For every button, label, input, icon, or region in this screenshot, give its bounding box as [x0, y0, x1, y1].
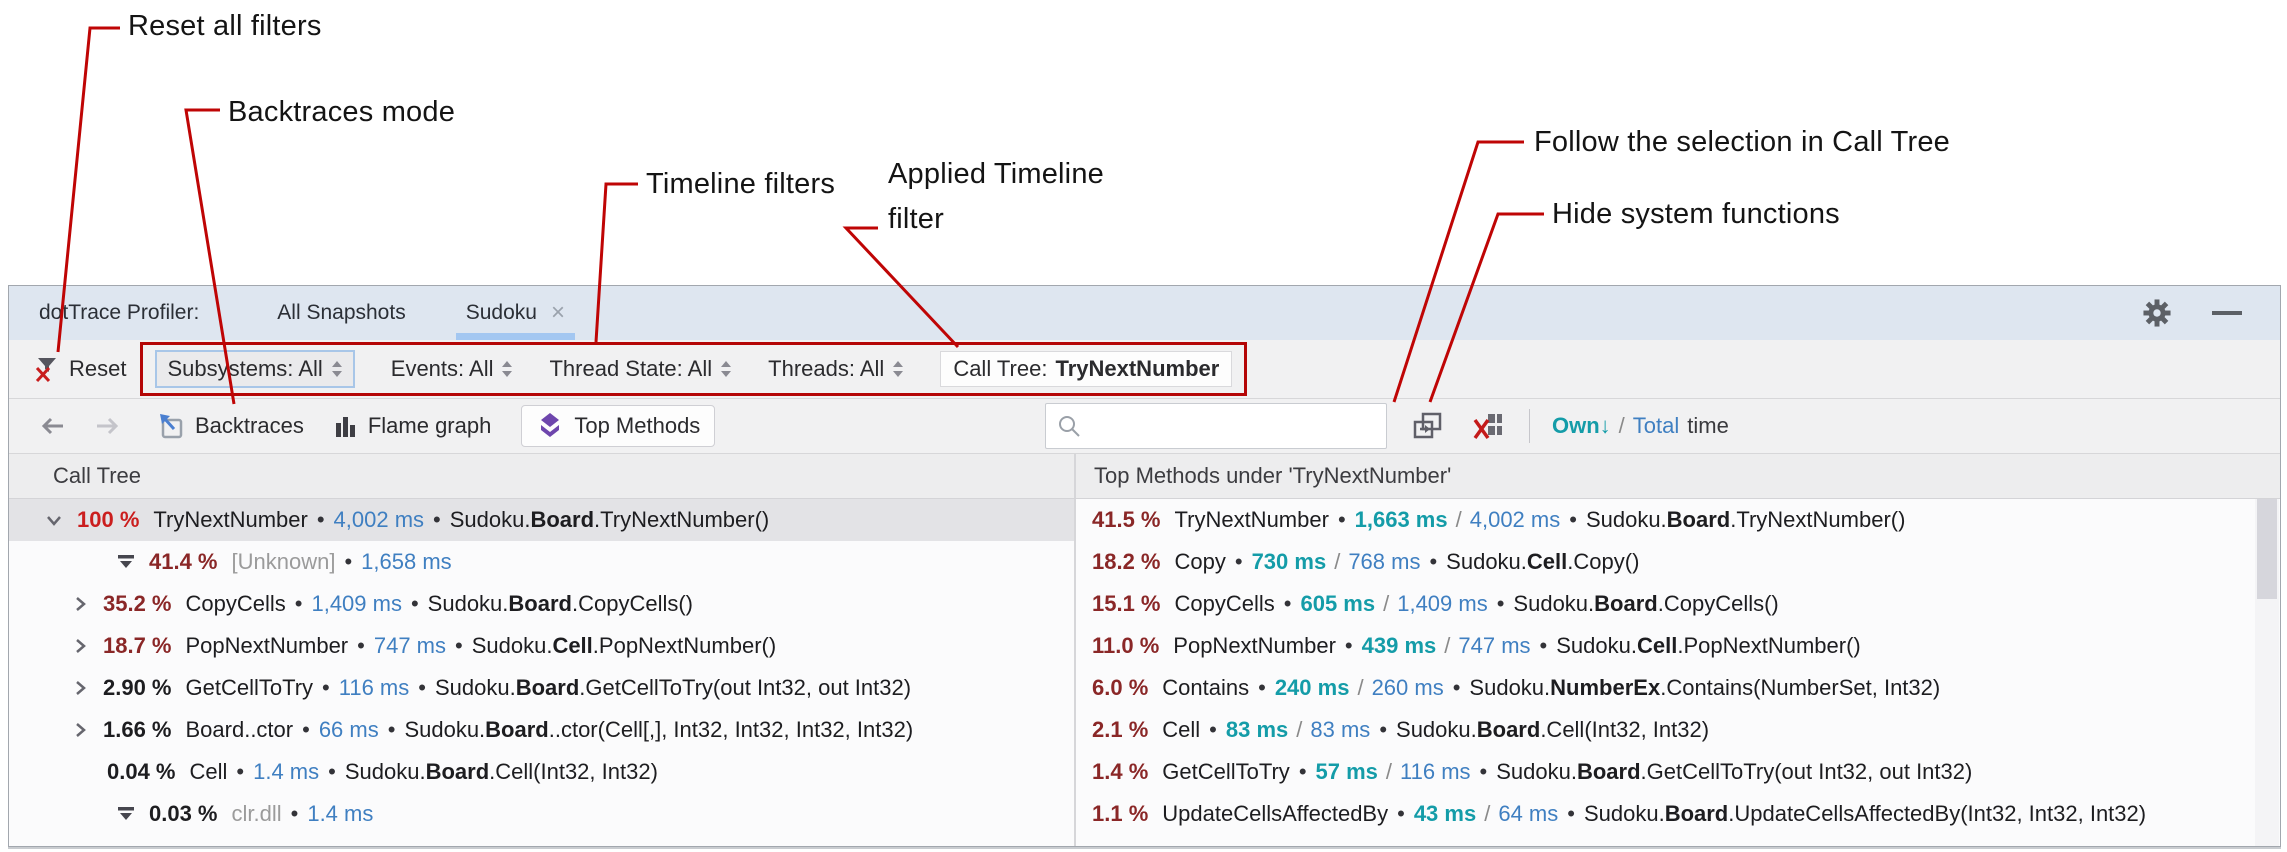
thread-state-filter[interactable]: Thread State: All [549, 356, 732, 382]
search-input[interactable] [1082, 413, 1376, 439]
top-methods-row[interactable]: 11.0 %PopNextNumber•439 ms/747 ms•Sudoku… [1092, 633, 1861, 658]
expander-closed-icon[interactable] [69, 719, 103, 741]
threads-filter[interactable]: Threads: All [768, 356, 904, 382]
events-filter[interactable]: Events: All [391, 356, 514, 382]
expander-open-icon[interactable] [43, 509, 77, 531]
call-tree-row[interactable]: 2.90 %GetCellToTry•116 ms•Sudoku.Board.G… [9, 667, 1074, 709]
back-arrow-icon[interactable] [33, 407, 71, 445]
top-methods-header: Top Methods under 'TryNextNumber' [1094, 463, 1452, 488]
follow-selection-icon[interactable] [1409, 407, 1447, 445]
forward-arrow-icon[interactable] [89, 407, 127, 445]
spinner-icon [331, 361, 342, 377]
top-methods-row[interactable]: 2.1 %Cell•83 ms/83 ms•Sudoku.Board.Cell(… [1092, 717, 1710, 742]
top-methods-row[interactable]: 18.2 %Copy•730 ms/768 ms•Sudoku.Cell.Cop… [1092, 549, 1640, 574]
annotation-backtraces-mode: Backtraces mode [228, 96, 456, 128]
call-tree-row[interactable]: 41.4 %[Unknown]•1,658 ms [9, 541, 1074, 583]
top-methods-row[interactable]: 6.0 %Contains•240 ms/260 ms•Sudoku.Numbe… [1092, 675, 1941, 700]
top-methods-button[interactable]: Top Methods [521, 405, 716, 447]
top-methods-row[interactable]: 41.5 %TryNextNumber•1,663 ms/4,002 ms•Su… [1092, 507, 1906, 532]
panel-headers: Call Tree Top Methods under 'TryNextNumb… [9, 454, 2280, 499]
call-tree-row[interactable]: 0.03 %clr.dll•1.4 ms [9, 793, 1074, 835]
dottrace-window: dotTrace Profiler: All Snapshots Sudoku … [8, 285, 2281, 847]
settings-gear-icon[interactable] [2138, 294, 2176, 332]
title-bar: dotTrace Profiler: All Snapshots Sudoku … [9, 286, 2280, 340]
toolbar-divider [1529, 409, 1530, 443]
subsystems-filter[interactable]: Subsystems: All [155, 350, 355, 388]
annotation-follow-selection: Follow the selection in Call Tree [1534, 126, 1951, 158]
sort-total[interactable]: Total [1632, 413, 1680, 438]
hide-system-functions-icon[interactable] [1469, 407, 1507, 445]
expander-closed-icon[interactable] [69, 635, 103, 657]
sort-own[interactable]: Own↓ [1552, 413, 1611, 438]
call-tree-row[interactable]: 100 %TryNextNumber•4,002 ms•Sudoku.Board… [9, 499, 1074, 541]
panels-body: 100 %TryNextNumber•4,002 ms•Sudoku.Board… [9, 499, 2280, 846]
spinner-icon [893, 361, 904, 377]
scrollbar[interactable] [2255, 499, 2279, 846]
flame-graph-icon [335, 417, 355, 437]
annotation-applied-timeline-filter: Applied Timeline filter [888, 158, 1104, 235]
scrollbar-thumb[interactable] [2257, 499, 2277, 599]
backtraces-icon [160, 414, 183, 439]
call-tree-filter[interactable]: Call Tree: TryNextNumber [940, 351, 1233, 387]
filter-bar: Reset Subsystems: All Events: All Thread [9, 340, 2280, 399]
spinner-icon [721, 361, 732, 377]
call-tree-header: Call Tree [9, 454, 1076, 498]
annotation-timeline-filters: Timeline filters [646, 168, 836, 200]
top-methods-panel: 41.5 %TryNextNumber•1,663 ms/4,002 ms•Su… [1076, 499, 2280, 846]
top-methods-row[interactable]: 15.1 %CopyCells•605 ms/1,409 ms•Sudoku.B… [1092, 591, 1779, 616]
tab-sudoku[interactable]: Sudoku × [455, 286, 576, 340]
expander-closed-icon[interactable] [69, 677, 103, 699]
filter-funnel-icon [115, 552, 149, 572]
minimize-icon[interactable] [2212, 311, 2242, 315]
reset-filters-button[interactable]: Reset [33, 355, 126, 383]
top-methods-icon [541, 413, 560, 437]
search-box [1045, 403, 1387, 449]
expander-closed-icon[interactable] [69, 593, 103, 615]
call-tree-row[interactable]: 18.7 %PopNextNumber•747 ms•Sudoku.Cell.P… [9, 625, 1074, 667]
annotation-hide-system-functions: Hide system functions [1552, 198, 1840, 230]
backtraces-button[interactable]: Backtraces [157, 412, 304, 440]
search-icon [1059, 416, 1080, 437]
top-methods-row[interactable]: 1.4 %GetCellToTry•57 ms/116 ms•Sudoku.Bo… [1092, 759, 1973, 784]
tab-close-icon[interactable]: × [550, 299, 565, 326]
call-tree-row[interactable]: 35.2 %CopyCells•1,409 ms•Sudoku.Board.Co… [9, 583, 1074, 625]
app-title: dotTrace Profiler: [39, 301, 200, 324]
timeline-filters-group: Subsystems: All Events: All Thread State… [140, 342, 1248, 396]
annotation-reset-all-filters: Reset all filters [128, 10, 322, 42]
filter-funnel-icon [115, 804, 149, 824]
call-tree-filter-value: TryNextNumber [1055, 356, 1220, 381]
reset-funnel-icon [35, 358, 56, 383]
call-tree-row[interactable]: 1.66 %Board..ctor•66 ms•Sudoku.Board..ct… [9, 709, 1074, 751]
top-methods-row[interactable]: 1.1 %UpdateCellsAffectedBy•43 ms/64 ms•S… [1092, 801, 2147, 826]
tab-all-snapshots[interactable]: All Snapshots [277, 301, 406, 324]
flame-graph-button[interactable]: Flame graph [334, 413, 491, 439]
spinner-icon [502, 361, 513, 377]
toolbar: Backtraces Flame graph Top Methods [9, 399, 2280, 454]
call-tree-row[interactable]: 0.04 %Cell•1.4 ms•Sudoku.Board.Cell(Int3… [107, 759, 658, 784]
call-tree-panel: 100 %TryNextNumber•4,002 ms•Sudoku.Board… [9, 499, 1076, 846]
